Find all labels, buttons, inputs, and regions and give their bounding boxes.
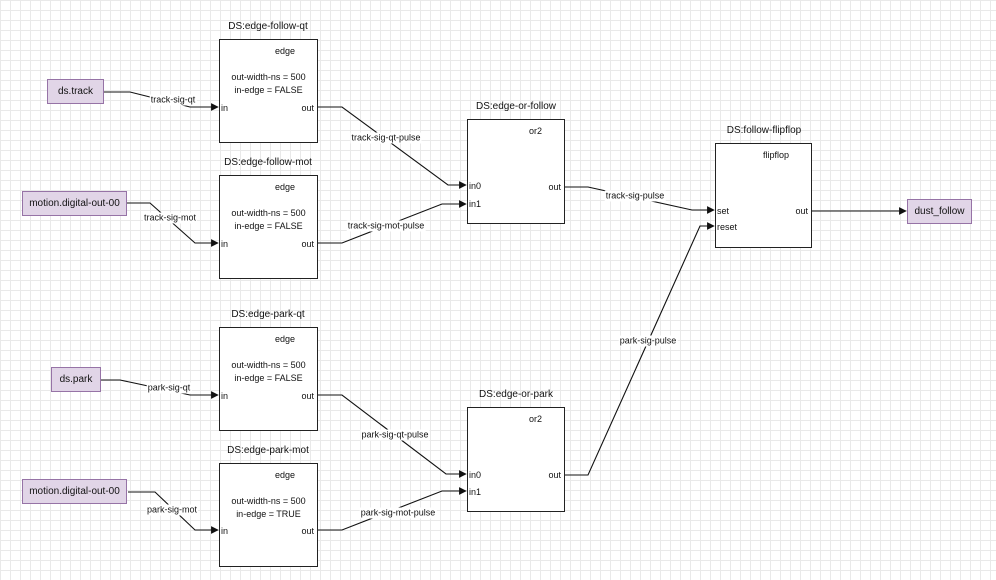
pin-reset[interactable]: reset	[717, 222, 738, 232]
pin-out[interactable]: out	[301, 391, 314, 401]
label-park-sig-qt: park-sig-qt	[146, 382, 192, 394]
param-in-edge: in-edge = FALSE	[234, 221, 303, 231]
input-motion-digital-out-00-park[interactable]: motion.digital-out-00	[22, 479, 127, 504]
block-edge-follow-qt[interactable]: edge out-width-ns = 500 in-edge = FALSE …	[219, 39, 318, 143]
input-motion-digital-out-00-follow[interactable]: motion.digital-out-00	[22, 191, 127, 216]
label-track-sig-qt-pulse: track-sig-qt-pulse	[350, 132, 422, 144]
pin-in1[interactable]: in1	[469, 487, 482, 497]
pin-out[interactable]: out	[548, 182, 561, 192]
title-edge-follow-mot: DS:edge-follow-mot	[224, 157, 312, 168]
param-in-edge: in-edge = TRUE	[236, 509, 301, 519]
label-track-sig-mot-pulse: track-sig-mot-pulse	[346, 220, 426, 232]
label-track-sig-qt: track-sig-qt	[149, 94, 197, 106]
pin-out[interactable]: out	[301, 103, 314, 113]
block-edge-park-mot[interactable]: edge out-width-ns = 500 in-edge = TRUE i…	[219, 463, 318, 567]
label-park-sig-pulse: park-sig-pulse	[618, 335, 678, 347]
output-dust-follow[interactable]: dust_follow	[907, 199, 972, 224]
pin-out[interactable]: out	[795, 206, 808, 216]
label-track-sig-pulse: track-sig-pulse	[604, 190, 666, 202]
pin-in[interactable]: in	[221, 391, 229, 401]
param-in-edge: in-edge = FALSE	[234, 373, 303, 383]
title-edge-park-mot: DS:edge-park-mot	[227, 445, 309, 456]
title-edge-or-follow: DS:edge-or-follow	[475, 101, 557, 112]
param-out-width-ns: out-width-ns = 500	[231, 496, 306, 506]
block-type-label: or2	[528, 414, 542, 424]
block-type-label: edge	[274, 46, 295, 56]
wire-park-sig-pulse[interactable]	[565, 222, 715, 476]
pin-out[interactable]: out	[301, 239, 314, 249]
label-track-sig-mot: track-sig-mot	[142, 212, 198, 224]
block-edge-follow-mot[interactable]: edge out-width-ns = 500 in-edge = FALSE …	[219, 175, 318, 279]
title-follow-flipflop: DS:follow-flipflop	[726, 125, 802, 136]
label-park-sig-mot: park-sig-mot	[145, 504, 199, 516]
block-follow-flipflop[interactable]: flipflop set reset out	[715, 143, 812, 248]
pin-in[interactable]: in	[221, 526, 229, 536]
title-edge-park-qt: DS:edge-park-qt	[231, 309, 305, 320]
pin-set[interactable]: set	[717, 206, 730, 216]
pin-out[interactable]: out	[301, 526, 314, 536]
block-edge-park-qt[interactable]: edge out-width-ns = 500 in-edge = FALSE …	[219, 327, 318, 431]
pin-in[interactable]: in	[221, 103, 229, 113]
pin-in0[interactable]: in0	[469, 470, 482, 480]
param-out-width-ns: out-width-ns = 500	[231, 72, 306, 82]
block-edge-or-park[interactable]: or2 in0 in1 out	[467, 407, 565, 512]
pin-in0[interactable]: in0	[469, 181, 482, 191]
title-edge-or-park: DS:edge-or-park	[479, 389, 553, 400]
block-type-label: edge	[274, 182, 295, 192]
wire-track-sig-qt-pulse[interactable]	[318, 106, 467, 189]
input-ds-park[interactable]: ds.park	[51, 367, 101, 392]
block-type-label: edge	[274, 334, 295, 344]
block-type-label: edge	[274, 470, 295, 480]
input-ds-track[interactable]: ds.track	[47, 79, 104, 104]
param-out-width-ns: out-width-ns = 500	[231, 360, 306, 370]
label-park-sig-qt-pulse: park-sig-qt-pulse	[360, 429, 430, 441]
param-in-edge: in-edge = FALSE	[234, 85, 303, 95]
title-edge-follow-qt: DS:edge-follow-qt	[228, 21, 308, 32]
pin-in1[interactable]: in1	[469, 199, 482, 209]
block-type-label: flipflop	[762, 150, 789, 160]
label-park-sig-mot-pulse: park-sig-mot-pulse	[359, 507, 437, 519]
pin-out[interactable]: out	[548, 470, 561, 480]
param-out-width-ns: out-width-ns = 500	[231, 208, 306, 218]
pin-in[interactable]: in	[221, 239, 229, 249]
block-edge-or-follow[interactable]: or2 in0 in1 out	[467, 119, 565, 224]
block-type-label: or2	[528, 126, 542, 136]
